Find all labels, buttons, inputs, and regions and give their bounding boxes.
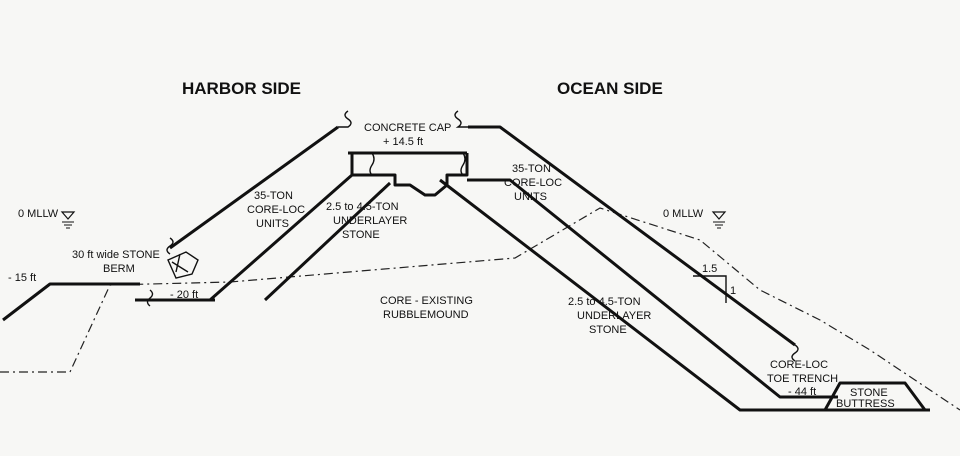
harbor-seabed-elevation: - 15 ft — [8, 272, 36, 284]
ocean-underlayer-label-3: STONE — [589, 324, 627, 336]
ocean-underlayer-label-1: 2.5 to 4.5-TON — [568, 296, 641, 308]
harbor-underlayer-outer — [209, 173, 353, 302]
buttress-label-1: STONE — [850, 387, 888, 399]
ocean-underlayer-label-2: UNDERLAYER — [577, 310, 651, 322]
harbor-underlayer-label-1: 2.5 to 4.5-TON — [326, 201, 399, 213]
ocean-armor-break — [791, 344, 799, 362]
slope-ratio-triangle — [693, 275, 727, 303]
berm-label-2: BERM — [103, 263, 135, 275]
ocean-water-level-icon — [711, 211, 727, 229]
cap-elevation-label: + 14.5 ft — [383, 136, 423, 148]
ocean-armor-label-1: 35-TON — [512, 163, 551, 175]
harbor-underlayer-label-2: UNDERLAYER — [333, 215, 407, 227]
harbor-side-heading: HARBOR SIDE — [182, 79, 301, 98]
berm-elevation: - 20 ft — [170, 289, 198, 301]
ocean-underlayer-inner — [439, 178, 930, 412]
harbor-underlayer-label-3: STONE — [342, 229, 380, 241]
harbor-underlayer-inner — [263, 181, 392, 302]
stone-buttress — [823, 381, 927, 411]
ocean-side-heading: OCEAN SIDE — [557, 79, 663, 98]
slope-horizontal-label: 1.5 — [702, 263, 717, 275]
ocean-armor-label-2: CORE-LOC — [504, 177, 562, 189]
cap-break-right — [454, 110, 468, 128]
core-label-1: CORE - EXISTING — [380, 295, 473, 307]
harbor-water-level-icon — [60, 211, 76, 229]
existing-profile-line — [0, 207, 960, 411]
cap-break-mark-2 — [460, 152, 466, 176]
ocean-armor-outer — [468, 125, 796, 347]
harbor-armor-label-2: CORE-LOC — [247, 204, 305, 216]
buttress-label-2: BUTTRESS — [836, 398, 895, 410]
ocean-armor-label-3: UNITS — [514, 191, 547, 203]
concrete-cap-label: CONCRETE CAP — [364, 122, 451, 134]
berm-label-1: 30 ft wide STONE — [72, 249, 160, 261]
cap-break-left — [338, 110, 352, 128]
concrete-cap-body — [350, 153, 469, 197]
toe-trench-label-2: TOE TRENCH — [767, 373, 838, 385]
harbor-armor-outer — [169, 125, 339, 250]
toe-trench-elevation: - 44 ft — [788, 386, 816, 398]
toe-trench-label-1: CORE-LOC — [770, 359, 828, 371]
slope-vertical-label: 1 — [730, 285, 736, 297]
harbor-armor-label-1: 35-TON — [254, 190, 293, 202]
berm-break-mark — [146, 289, 154, 307]
core-label-2: RUBBLEMOUND — [383, 309, 469, 321]
cap-break-mark-1 — [369, 152, 375, 176]
harbor-mllw-label: 0 MLLW — [18, 208, 59, 220]
harbor-armor-label-3: UNITS — [256, 218, 289, 230]
harbor-seabed — [2, 282, 140, 322]
harbor-armor-break — [166, 237, 174, 255]
ocean-underlayer-outer — [467, 178, 838, 399]
berm-stone-icon — [167, 251, 199, 279]
ocean-mllw-label: 0 MLLW — [663, 208, 704, 220]
